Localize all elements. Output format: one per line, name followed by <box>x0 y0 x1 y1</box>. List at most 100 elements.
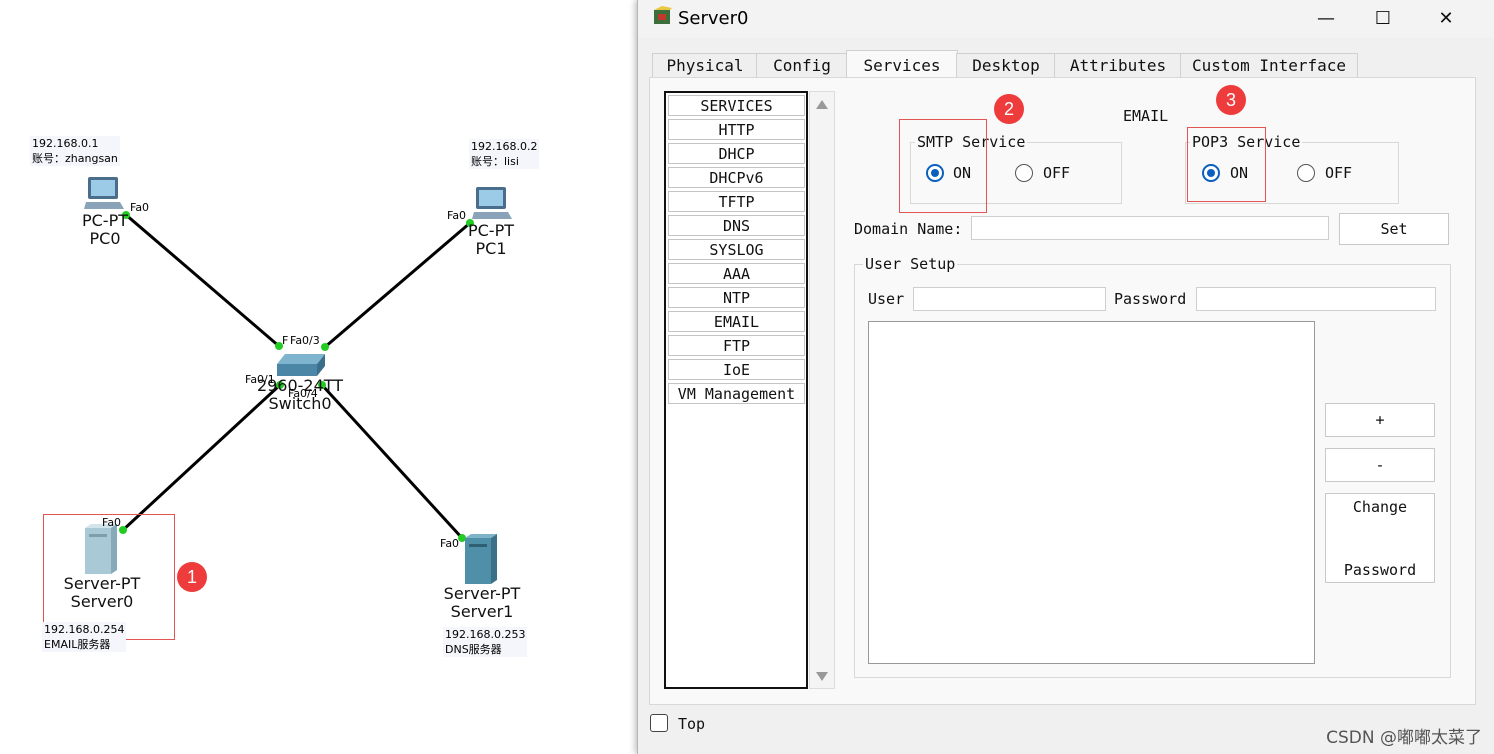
service-item-ftp[interactable]: FTP <box>668 335 805 356</box>
pop3-service-legend: POP3 Service <box>1190 133 1303 151</box>
change-password-button[interactable]: Change Password <box>1325 493 1435 583</box>
switch-icon[interactable] <box>275 352 327 380</box>
topology-canvas[interactable]: 192.168.0.1 账号：zhangsan Fa0 PC-PT PC0 19… <box>0 0 640 754</box>
services-list: SERVICES HTTP DHCP DHCPv6 TFTP DNS SYSLO… <box>664 91 808 689</box>
server0-label: Server-PT Server0 <box>52 575 152 611</box>
switch-type: 2960-24TT <box>256 376 344 395</box>
tab-services[interactable]: Services <box>846 50 958 79</box>
scroll-up-icon[interactable] <box>816 100 828 109</box>
server1-port-label: Fa0 <box>440 537 460 550</box>
server0-ip: 192.168.0.254 <box>44 623 125 636</box>
services-scrollbar[interactable] <box>809 91 835 689</box>
tab-attributes[interactable]: Attributes <box>1054 53 1182 78</box>
link-server0-switch <box>121 383 282 532</box>
pc1-label: PC-PT PC1 <box>456 222 526 258</box>
top-checkbox[interactable] <box>650 714 668 732</box>
maximize-button[interactable]: ☐ <box>1374 8 1392 29</box>
watermark: CSDN @嘟嘟太菜了 <box>1326 728 1482 748</box>
service-item-tftp[interactable]: TFTP <box>668 191 805 212</box>
pc1-name: PC1 <box>475 239 507 258</box>
server0-note: 192.168.0.254 EMAIL服务器 <box>42 622 127 652</box>
server0-name: Server0 <box>70 592 134 611</box>
server0-window: Server0 — ☐ ✕ Physical Config Services D… <box>637 0 1494 754</box>
user-list[interactable] <box>868 321 1315 664</box>
tab-desktop[interactable]: Desktop <box>956 53 1056 78</box>
pop3-highlight-box <box>1187 127 1266 202</box>
minimize-button[interactable]: — <box>1317 8 1335 29</box>
user-setup-legend: User Setup <box>863 255 958 273</box>
server0-type: Server-PT <box>63 574 141 593</box>
pc1-port-label: Fa0 <box>447 209 467 222</box>
server1-note: 192.168.0.253 DNS服务器 <box>443 627 528 657</box>
pc0-label: PC-PT PC0 <box>70 212 140 248</box>
server-icon[interactable] <box>464 534 498 586</box>
scroll-down-icon[interactable] <box>816 672 828 681</box>
service-item-dhcp[interactable]: DHCP <box>668 143 805 164</box>
pc0-name: PC0 <box>89 229 121 248</box>
pop3-off-radio[interactable] <box>1297 164 1315 182</box>
pc-icon[interactable] <box>472 186 512 222</box>
pc1-account: 账号：lisi <box>471 155 519 168</box>
pc1-ip: 192.168.0.2 <box>471 140 538 153</box>
remove-user-button[interactable]: - <box>1325 448 1435 482</box>
add-user-button[interactable]: + <box>1325 403 1435 437</box>
switch-port-fa01: Fa0/1 <box>245 373 275 386</box>
link-pc0-switch <box>124 212 281 349</box>
pc1-type: PC-PT <box>467 221 514 240</box>
service-item-http[interactable]: HTTP <box>668 119 805 140</box>
pc0-port-label: Fa0 <box>130 201 150 214</box>
user-label: User <box>868 290 905 308</box>
step-badge-1: 1 <box>177 562 207 592</box>
switch-port-f: F <box>282 334 289 347</box>
password-input[interactable] <box>1196 287 1436 311</box>
pop3-off-label: OFF <box>1325 164 1353 182</box>
app-icon <box>654 6 672 24</box>
smtp-on-radio[interactable] <box>926 164 944 182</box>
step-badge-2: 2 <box>994 94 1024 124</box>
server1-label: Server-PT Server1 <box>432 585 532 621</box>
password-label: Password <box>1114 290 1187 308</box>
tab-physical[interactable]: Physical <box>652 53 758 78</box>
service-item-email[interactable]: EMAIL <box>668 311 805 332</box>
smtp-highlight-box <box>899 119 987 213</box>
service-item-dns[interactable]: DNS <box>668 215 805 236</box>
close-button[interactable]: ✕ <box>1438 8 1454 29</box>
switch-label: 2960-24TT Switch0 <box>250 377 350 413</box>
services-panel: SERVICES HTTP DHCP DHCPv6 TFTP DNS SYSLO… <box>649 77 1476 705</box>
server0-role: EMAIL服务器 <box>44 638 111 651</box>
pc-icon[interactable] <box>84 176 124 212</box>
tab-custom-interface[interactable]: Custom Interface <box>1180 53 1358 78</box>
smtp-service-legend: SMTP Service <box>915 133 1028 151</box>
pc0-note: 192.168.0.1 账号：zhangsan <box>30 136 120 166</box>
smtp-on-label: ON <box>953 164 972 182</box>
smtp-off-radio[interactable] <box>1015 164 1033 182</box>
service-item-ntp[interactable]: NTP <box>668 287 805 308</box>
pc0-account: 账号：zhangsan <box>32 152 118 165</box>
step-badge-3: 3 <box>1216 85 1246 115</box>
title-bar[interactable]: Server0 — ☐ ✕ <box>638 0 1494 38</box>
server1-ip: 192.168.0.253 <box>445 628 526 641</box>
top-checkbox-label: Top <box>678 715 706 733</box>
user-input[interactable] <box>913 287 1106 311</box>
switch-name: Switch0 <box>268 394 332 413</box>
pop3-on-radio[interactable] <box>1202 164 1220 182</box>
tab-config[interactable]: Config <box>756 53 848 78</box>
pc1-note: 192.168.0.2 账号：lisi <box>469 139 540 169</box>
service-item-services[interactable]: SERVICES <box>668 95 805 116</box>
link-server1-switch <box>320 383 464 540</box>
server1-type: Server-PT <box>443 584 521 603</box>
change-password-line2: Password <box>1343 561 1417 579</box>
server-icon[interactable] <box>84 524 118 576</box>
service-item-vm-management[interactable]: VM Management <box>668 383 805 404</box>
link-pc1-switch <box>324 221 471 349</box>
topology-links <box>119 211 474 542</box>
set-button[interactable]: Set <box>1339 213 1449 245</box>
pc0-ip: 192.168.0.1 <box>32 137 99 150</box>
pc0-type: PC-PT <box>81 211 128 230</box>
server0-port-label: Fa0 <box>102 516 122 529</box>
service-item-aaa[interactable]: AAA <box>668 263 805 284</box>
domain-name-input[interactable] <box>971 216 1329 240</box>
service-item-syslog[interactable]: SYSLOG <box>668 239 805 260</box>
service-item-ioe[interactable]: IoE <box>668 359 805 380</box>
service-item-dhcpv6[interactable]: DHCPv6 <box>668 167 805 188</box>
